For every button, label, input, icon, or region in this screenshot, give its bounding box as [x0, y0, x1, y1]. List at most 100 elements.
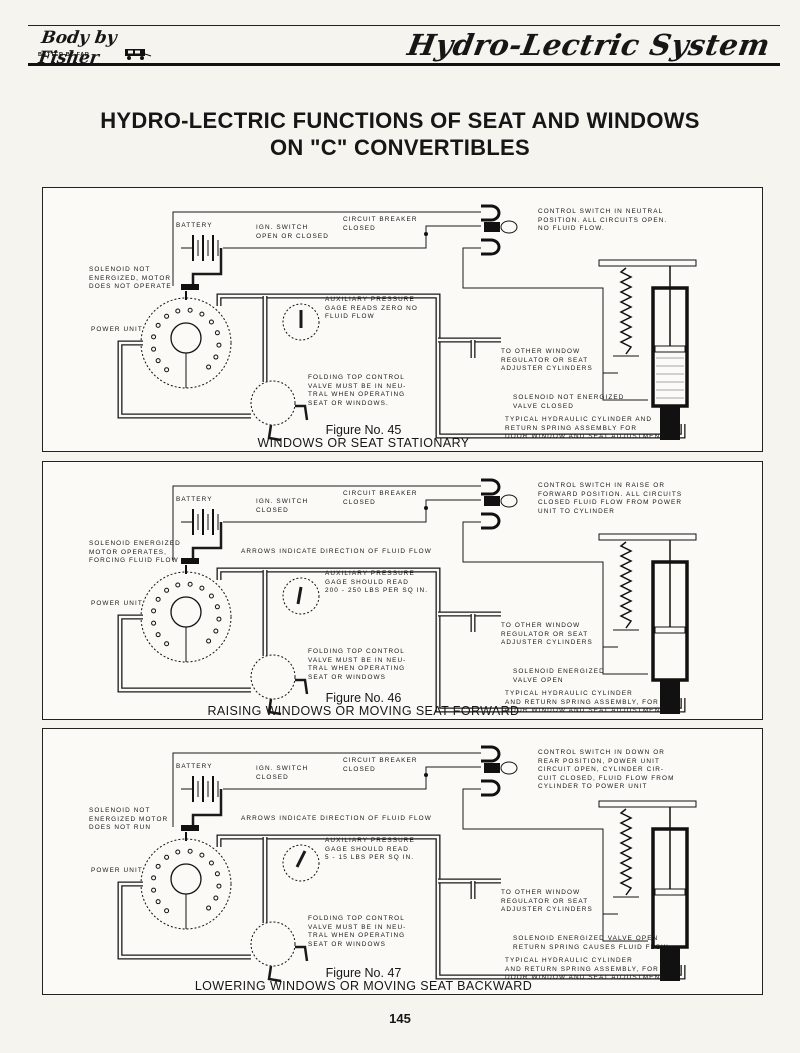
- other-label-line: ADJUSTER CYLINDERS: [501, 906, 593, 914]
- cylinder-label-line: DOOR WINDOW AND SEAT ADJUSTMENT: [505, 974, 666, 982]
- solenoid-valve-icon: [660, 406, 680, 440]
- control-switch-icon: [481, 745, 518, 797]
- figure-title: WINDOWS OR SEAT STATIONARY: [257, 436, 470, 450]
- solenoid-valve-icon: [660, 947, 680, 981]
- other-label-line: REGULATOR OR SEAT: [501, 356, 589, 364]
- ign-label-line: OPEN OR CLOSED: [256, 232, 329, 240]
- ign-label-line: CLOSED: [256, 506, 289, 514]
- folding-label-line: SEAT OR WINDOWS.: [308, 399, 389, 407]
- folding-label-line: SEAT OR WINDOWS: [308, 673, 387, 681]
- arrows-label-line: ARROWS INDICATE DIRECTION OF FLUID FLOW: [241, 815, 432, 822]
- page-title-line-2: ON "C" CONVERTIBLES: [269, 135, 531, 160]
- solenoid-label-line: ENERGIZED, MOTOR: [89, 274, 172, 282]
- arrows-label: ARROWS INDICATE DIRECTION OF FLUID FLOW: [241, 815, 432, 824]
- gage-label-line: FLUID FLOW: [325, 313, 375, 321]
- valve-label-line: SOLENOID ENERGIZED VALVE OPEN: [513, 935, 659, 942]
- wire-battery-solenoid: [191, 522, 223, 559]
- pressure-gage-icon: [282, 303, 320, 341]
- cylinder-label-line: TYPICAL HYDRAULIC CYLINDER: [505, 957, 633, 964]
- solenoid-label-line: SOLENOID ENERGIZED: [89, 540, 181, 547]
- circuit-diagram: [117, 478, 697, 716]
- gage-label-line: GAGE SHOULD READ: [325, 578, 410, 586]
- control-label-line: POSITION. ALL CIRCUITS OPEN.: [538, 216, 668, 224]
- return-spring-icon: [619, 267, 633, 355]
- wire-top: [172, 211, 481, 286]
- page-number: 145: [389, 1011, 411, 1026]
- cylinder-label-line: AND RETURN SPRING ASSEMBLY, FOR: [505, 698, 659, 706]
- ign-label-line: CLOSED: [256, 773, 289, 781]
- header-rule-top: [28, 25, 780, 26]
- valve-outlet: [295, 945, 309, 962]
- battery-label-line: BATTERY: [176, 496, 213, 503]
- figure-title: LOWERING WINDOWS OR MOVING SEAT BACKWARD: [194, 979, 533, 993]
- folding-label-line: SEAT OR WINDOWS: [308, 940, 387, 948]
- ign-label-line: IGN. SWITCH: [256, 498, 309, 505]
- power-label: POWER UNIT: [91, 867, 143, 876]
- other-label-line: ADJUSTER CYLINDERS: [501, 365, 593, 373]
- control-label-line: CUIT CLOSED, FLUID FLOW FROM: [538, 774, 675, 782]
- breaker-label-line: CLOSED: [343, 498, 376, 506]
- breaker-label-line: CIRCUIT BREAKER: [343, 490, 418, 497]
- pressure-gage-icon: [282, 577, 320, 615]
- return-spring-icon: [619, 541, 633, 629]
- battery-icon: [181, 509, 219, 535]
- pipe-supply: [216, 834, 686, 980]
- other-label-line: TO OTHER WINDOW: [501, 348, 581, 355]
- figure-number: Figure No. 45: [325, 423, 402, 437]
- gage-label-line: AUXILIARY PRESSURE: [325, 837, 415, 844]
- valve-label-line: RETURN SPRING CAUSES FLUID FLOW: [513, 943, 669, 951]
- header-rule-bottom: [28, 63, 780, 66]
- ign-label-line: IGN. SWITCH: [256, 224, 309, 231]
- other-label-line: ADJUSTER CYLINDERS: [501, 639, 593, 647]
- control-label-line: NO FLUID FLOW.: [538, 225, 605, 233]
- wire-battery-solenoid: [191, 248, 223, 285]
- breaker-label-line: CLOSED: [343, 224, 376, 232]
- body-by-fisher-logo: Body by Fisher BETTER BY FAR: [36, 28, 156, 68]
- power-label-line: POWER UNIT: [91, 600, 143, 607]
- header-title: Hydro-Lectric System: [405, 28, 773, 62]
- wire-battery-solenoid: [191, 789, 223, 826]
- wire-top: [172, 485, 481, 560]
- control-label-line: CONTROL SWITCH IN DOWN OR: [538, 749, 666, 756]
- solenoid-icon: [181, 558, 199, 564]
- folding-top-valve-icon: [250, 921, 296, 967]
- folding-label-line: FOLDING TOP CONTROL: [308, 915, 405, 922]
- breaker-label-line: CIRCUIT BREAKER: [343, 216, 418, 223]
- gage-label-line: GAGE READS ZERO NO: [325, 304, 418, 312]
- folding-label-line: VALVE MUST BE IN NEU-: [308, 382, 407, 390]
- ign-label-line: IGN. SWITCH: [256, 765, 309, 772]
- arrows-label-line: ARROWS INDICATE DIRECTION OF FLUID FLOW: [241, 548, 432, 555]
- circuit-breaker-icon: [424, 232, 428, 236]
- power-label-line: POWER UNIT: [91, 867, 143, 874]
- piston-icon: [654, 345, 686, 353]
- piston-icon: [654, 888, 686, 896]
- control-label-line: UNIT TO CYLINDER: [538, 507, 615, 515]
- solenoid-label-line: FORCING FLUID FLOW: [89, 557, 179, 565]
- folding-label-line: VALVE MUST BE IN NEU-: [308, 923, 407, 931]
- power-label: POWER UNIT: [91, 326, 143, 335]
- pipe-supply: [216, 293, 686, 439]
- folding-label-line: TRAL WHEN OPERATING: [308, 932, 406, 940]
- coach-icon: [125, 49, 152, 60]
- wire-battery-breaker: [223, 766, 481, 790]
- piston-icon: [654, 626, 686, 634]
- power-label-line: POWER UNIT: [91, 326, 143, 333]
- other-label-line: TO OTHER WINDOW: [501, 622, 581, 629]
- figure-title: RAISING WINDOWS OR MOVING SEAT FORWARD: [207, 704, 520, 718]
- wire-switch-cylinder: [462, 247, 648, 401]
- mounting-rail: [598, 800, 697, 808]
